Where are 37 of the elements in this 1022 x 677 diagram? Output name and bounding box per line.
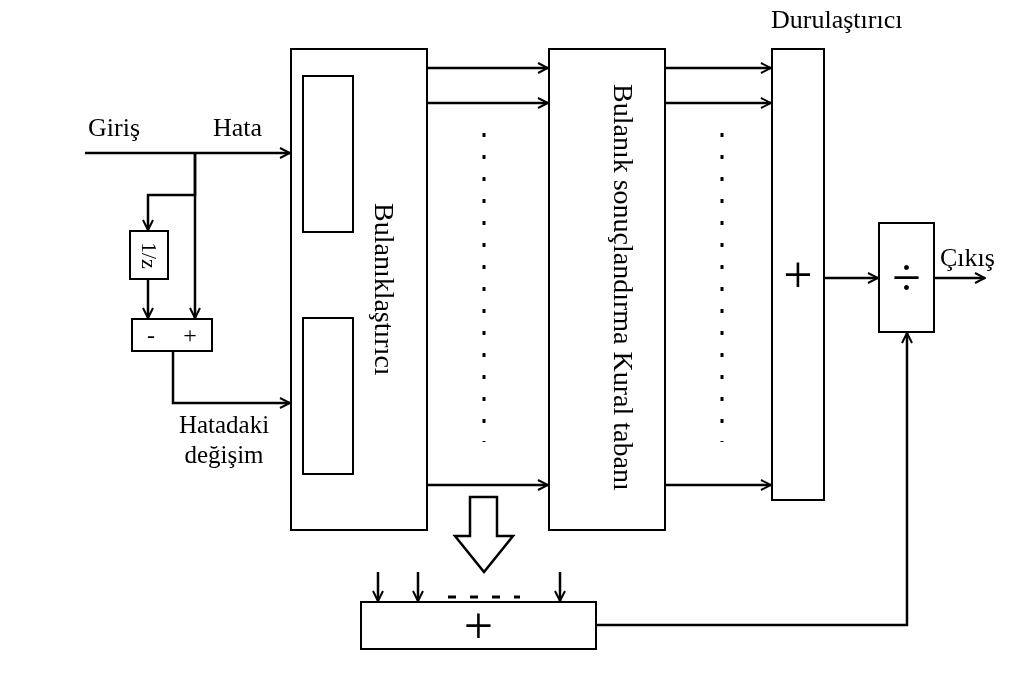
sign-label: + bbox=[183, 323, 197, 347]
operator-symbol: + bbox=[783, 248, 813, 301]
operator-block bbox=[131, 318, 213, 352]
edge-label: Hata bbox=[213, 113, 263, 142]
arrow bbox=[597, 332, 913, 627]
empty-box bbox=[302, 317, 354, 475]
arrow bbox=[372, 572, 384, 602]
edge-label: Çıkış bbox=[940, 243, 995, 272]
edge-label: Hatadaki değişim bbox=[178, 411, 270, 468]
arrow bbox=[428, 97, 549, 109]
arrow bbox=[666, 97, 772, 109]
block-title: Bulanık sonuçlandırma Kural tabanı bbox=[607, 84, 638, 493]
arrow bbox=[142, 280, 154, 319]
fuzzifier-block bbox=[290, 48, 428, 531]
block-heading: Durulaştırıcı bbox=[771, 4, 903, 36]
arrow bbox=[666, 62, 772, 74]
empty-box bbox=[302, 75, 354, 233]
arrow bbox=[825, 272, 879, 284]
sign-label: - bbox=[147, 323, 156, 347]
arrow bbox=[428, 479, 549, 491]
arrow bbox=[171, 352, 291, 409]
block-title: Bulanıklaştırıcı bbox=[370, 203, 398, 376]
operator-block bbox=[129, 230, 169, 280]
arrow bbox=[666, 479, 772, 491]
rule-base-block bbox=[548, 48, 666, 531]
arrow bbox=[85, 147, 291, 159]
arrow bbox=[412, 572, 424, 602]
signal-label: Giriş bbox=[88, 113, 140, 142]
arrow bbox=[428, 62, 549, 74]
arrow bbox=[189, 153, 201, 319]
operator-label: 1/z bbox=[138, 241, 160, 269]
arrow bbox=[554, 572, 566, 602]
arrow bbox=[935, 272, 986, 284]
operator-symbol: ÷ bbox=[892, 251, 921, 304]
operator-block bbox=[878, 222, 935, 333]
operator-block bbox=[360, 601, 597, 650]
operator-symbol: + bbox=[463, 599, 494, 652]
